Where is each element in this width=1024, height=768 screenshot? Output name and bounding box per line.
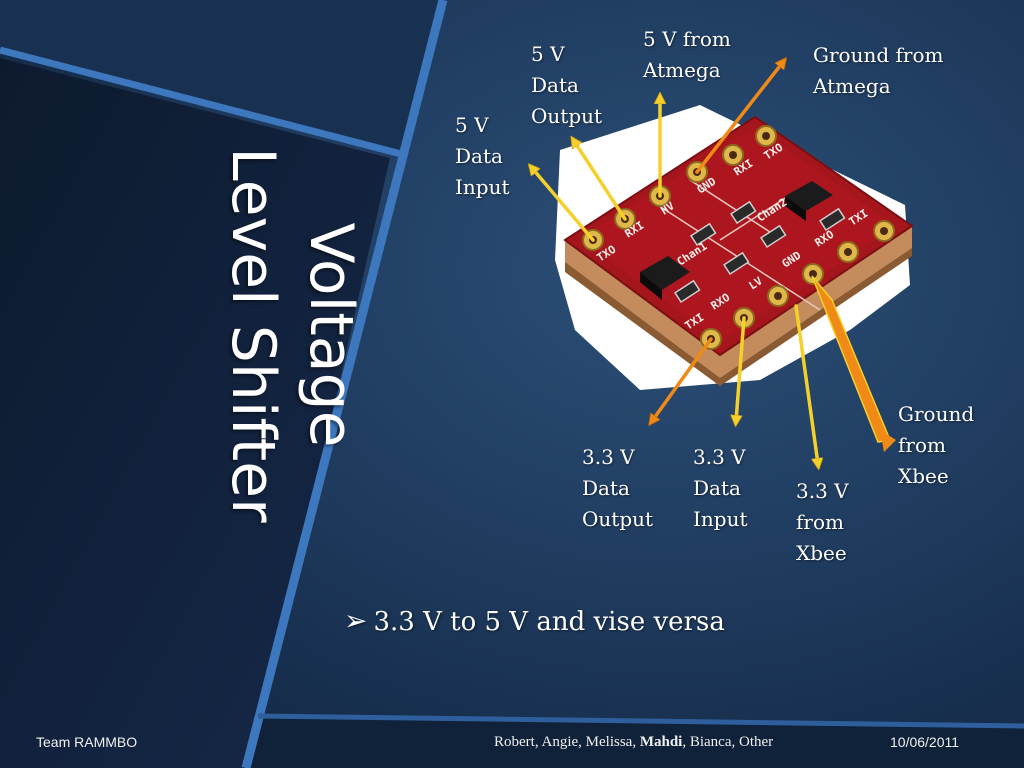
arrow-ground-from-atmega	[695, 62, 783, 174]
label-hv-data-input: 5 V Data Input	[455, 113, 510, 199]
panel-edge-diagonal	[241, 0, 448, 768]
label-lv-data-input: 3.3 V Data Input	[693, 445, 748, 531]
bullet-point: ➢3.3 V to 5 V and vise versa	[344, 604, 725, 637]
arrow-lv-data-output	[652, 337, 713, 421]
label-ground-from-xbee: Ground from Xbee	[898, 402, 975, 488]
footer-names-bold: Mahdi	[639, 734, 683, 750]
board-pads	[582, 125, 895, 350]
label-hv-from-atmega: 5 V from Atmega	[643, 27, 731, 82]
arrow-lv-from-xbee	[794, 304, 818, 464]
footer-names-before: Robert, Angie, Melissa,	[494, 734, 640, 750]
label-lv-from-xbee: 3.3 V from Xbee	[796, 479, 849, 565]
footer-team: Team RAMMBO	[36, 734, 138, 750]
board-transistors	[640, 181, 833, 300]
panel-edge-bottom	[257, 713, 1024, 729]
top-left-panel	[0, 0, 438, 152]
bullet-text: 3.3 V to 5 V and vise versa	[373, 607, 725, 637]
footer-names: Robert, Angie, Melissa, Mahdi, Bianca, O…	[494, 734, 773, 751]
footer-names-after: , Bianca, Other	[682, 734, 774, 750]
arrowhead-bullet-icon: ➢	[344, 604, 368, 637]
arrow-hv-data-output	[574, 141, 627, 221]
label-hv-data-output: 5 V Data Output	[531, 42, 603, 128]
silk-top-3: HV	[659, 199, 678, 217]
board-resistors	[674, 200, 846, 304]
left-dark-panel	[0, 58, 390, 768]
silk-bottom-3: LV	[747, 274, 766, 292]
arrow-lv-data-input	[736, 316, 746, 421]
label-lv-data-output: 3.3 V Data Output	[582, 445, 654, 531]
footer-date: 10/06/2011	[890, 734, 960, 750]
label-ground-from-atmega: Ground from Atmega	[813, 43, 944, 98]
panel-edge-top	[0, 46, 406, 159]
arrow-hv-data-input	[532, 168, 595, 242]
arrow-ground-from-xbee	[811, 275, 892, 443]
board-edge	[565, 226, 912, 382]
bottom-panel	[246, 718, 1024, 768]
